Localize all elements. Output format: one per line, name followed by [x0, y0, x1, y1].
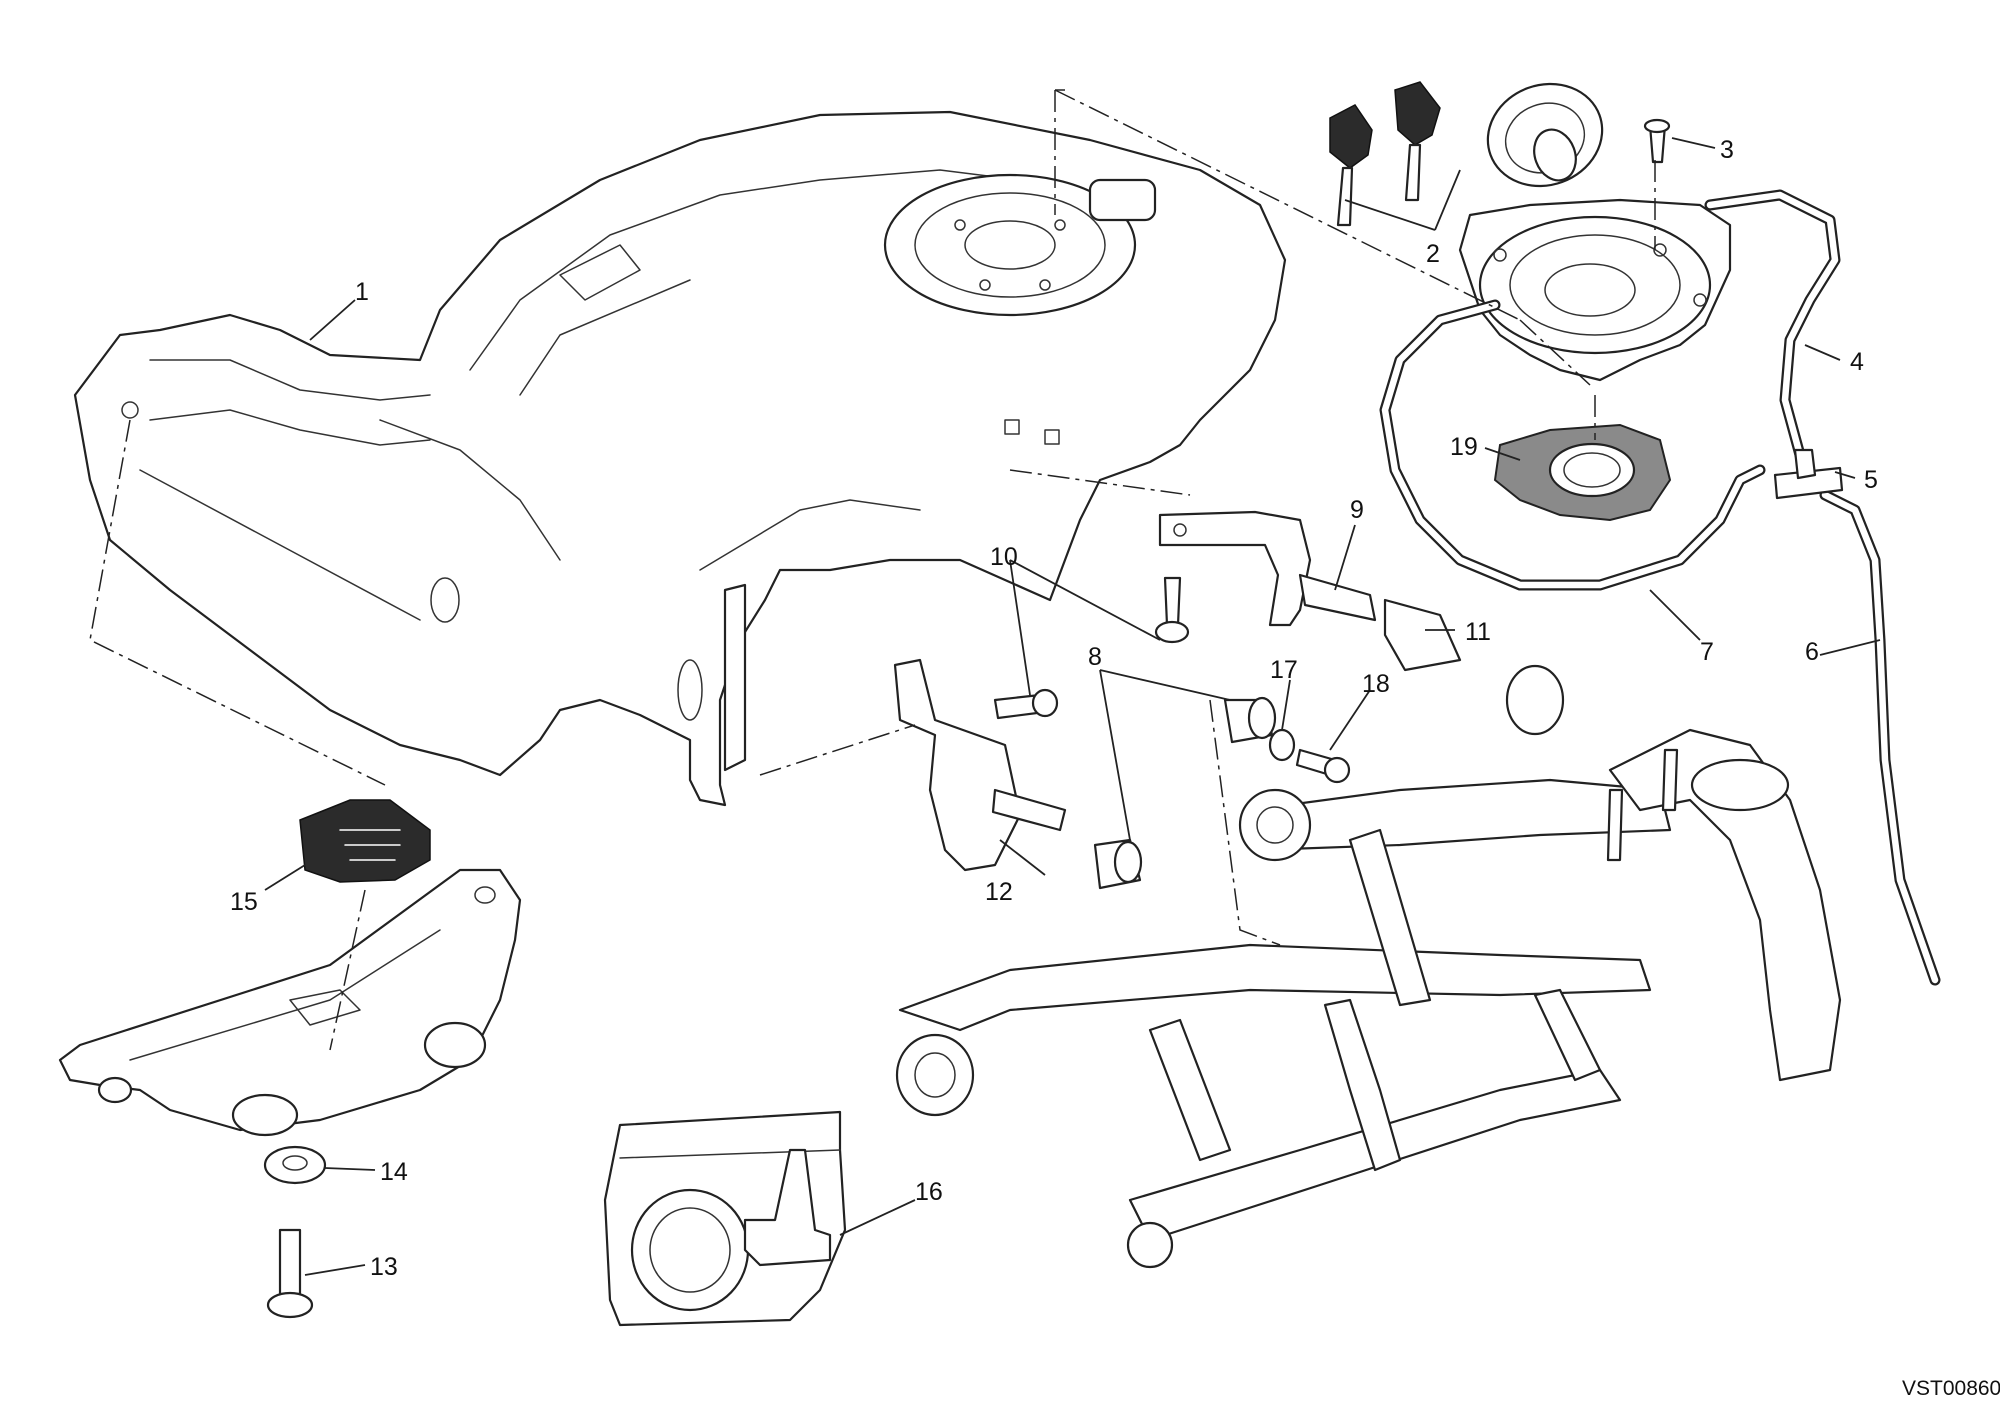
- motorcycle-frame: [895, 728, 1842, 1269]
- detail-inset: [603, 1110, 847, 1327]
- leader-lines: [264, 137, 1881, 1276]
- callout-12: 12: [985, 878, 1013, 906]
- assembly-lines: [89, 89, 1656, 1051]
- callout-labels: 1 2 3 4 5 6 7 8 9 10 11 12 13 14 15 16 1…: [230, 136, 1878, 1281]
- drawing-code: VST00860: [1902, 1377, 2000, 1400]
- tank-support-plate: [58, 868, 522, 1137]
- callout-16: 16: [915, 1178, 943, 1206]
- mounting-hardware: [263, 510, 1565, 1319]
- callout-11: 11: [1465, 618, 1491, 646]
- fuel-cap-assembly: [1329, 81, 1732, 522]
- callout-4: 4: [1850, 348, 1864, 376]
- fuel-tank: [73, 110, 1287, 807]
- callout-5: 5: [1864, 466, 1878, 494]
- callout-10: 10: [990, 543, 1018, 571]
- callout-14: 14: [380, 1158, 408, 1186]
- callout-9: 9: [1350, 496, 1364, 524]
- callout-17: 17: [1270, 656, 1298, 684]
- callout-2: 2: [1426, 240, 1440, 268]
- callout-13: 13: [370, 1253, 398, 1281]
- callout-3: 3: [1720, 136, 1734, 164]
- callout-19: 19: [1450, 433, 1478, 461]
- callout-1: 1: [355, 278, 369, 306]
- callout-8: 8: [1088, 643, 1102, 671]
- callout-15: 15: [230, 888, 258, 916]
- callout-18: 18: [1362, 670, 1390, 698]
- callout-6: 6: [1805, 638, 1819, 666]
- callout-7: 7: [1700, 638, 1714, 666]
